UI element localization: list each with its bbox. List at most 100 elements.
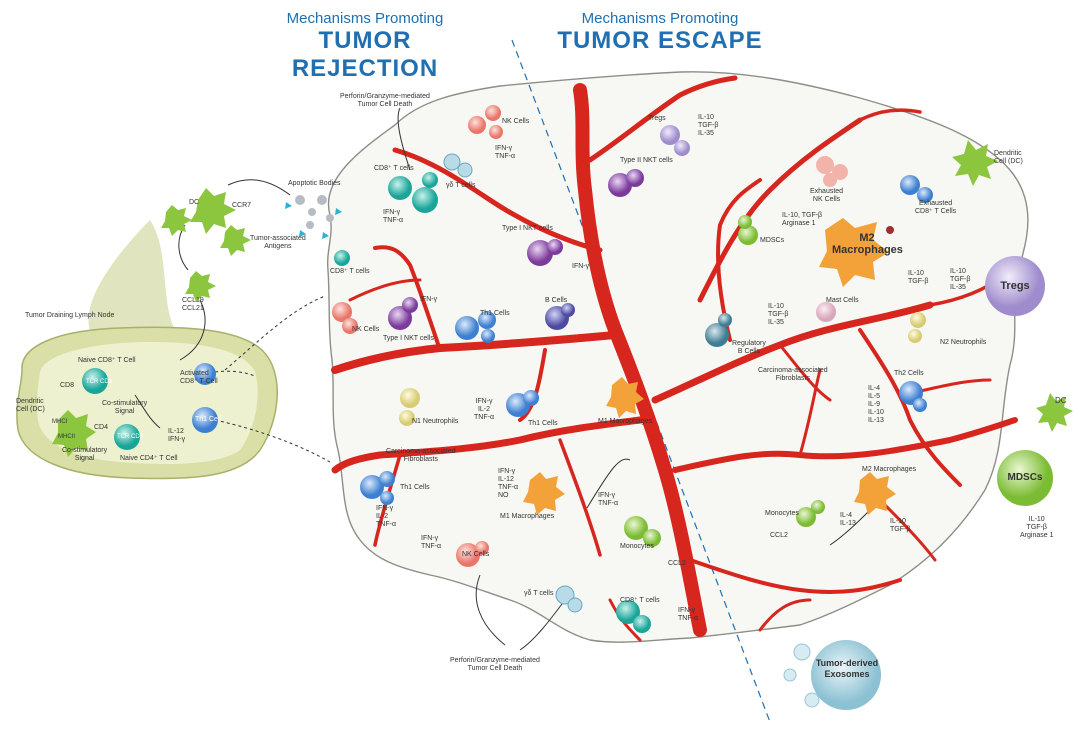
label-m2-big: M2 Macrophages [832,232,903,256]
label-il4-il13: IL-4 IL-13 [840,512,856,527]
label-ifn-il2-tnf-b: IFN-γ IL-2 TNF-α [376,505,396,528]
label-regulatory-b: Regulatory B Cells [732,340,766,355]
label-il10-tgf-il35: IL-10 TGF-β IL-35 [698,114,719,137]
m1-macrophages-a [606,377,644,418]
label-b-cells: B Cells [545,297,568,304]
label-cd8-t-cells-b: CD8⁺ T cells [330,268,370,275]
tumor-exosomes [783,640,881,710]
label-tcr-cd3-a: TCR CD3 [86,379,113,385]
label-ccl2: CCL2 [668,560,686,567]
label-ccl19: CCL19 CCL21 [182,297,204,312]
th1-cells-c [360,471,395,505]
mdscs-big [997,450,1053,506]
n2-neutrophils [908,312,926,343]
label-il10-tgf-il35-b: IL-10 TGF-β IL-35 [768,303,789,326]
label-tregs-small: Tregs [648,115,666,122]
label-nk-cells-c: NK Cells [462,551,490,558]
th1-cells-b [506,390,539,417]
label-ifn-il2-tnf-a: IFN-γ IL-2 TNF-α [474,398,494,421]
process-arrows [134,107,871,651]
tregs-small [660,125,690,156]
label-th1-cells-b: Th1 Cells [528,420,558,427]
label-il10-arg: IL-10, TGF-β Arginase 1 [782,212,823,227]
label-il10-tgf-a: IL-10 TGF-β [908,270,929,285]
label-monocytes: Monocytes [620,543,654,550]
label-gd-t-cells-b: γδ T cells [524,590,554,597]
header-rejection-sub: Mechanisms Promoting [286,10,444,27]
label-th1-cell: Th1 Cell [195,416,222,423]
header-escape: Mechanisms Promoting TUMOR ESCAPE [545,10,775,55]
m1-macrophages-b [523,472,565,515]
dendritic-cell-right [952,140,998,186]
label-th2-cells: Th2 Cells [894,370,924,377]
label-mhci: MHCI [52,419,68,425]
type2-nkt-cells [608,169,644,197]
label-mdscs-big: MDSCs [1007,472,1043,483]
label-caf-right: Carcinoma-associated Fibroblasts [758,367,828,382]
label-ifn-il12: IFN-γ IL-12 TNF-α NO [498,468,518,499]
label-dc: DC [189,199,200,206]
label-monocytes-b: Monocytes [765,510,799,517]
nk-cells-bottom [456,541,489,567]
label-ifn-g-b: IFN-γ [420,296,438,303]
label-dc-right: DC [1055,396,1067,405]
label-cd4: CD4 [94,424,109,431]
label-ifn-tnf-top: IFN-γ TNF-α [495,145,515,160]
label-th1-cells-a: Th1 Cells [480,310,510,317]
th1-cells-a [455,311,496,343]
label-exosomes: Tumor-derived Exosomes [815,658,879,679]
label-gd-t-cells: γδ T cells [446,182,476,189]
exhausted-nk [816,156,848,187]
label-naive-cd8: Naive CD8⁺ T Cell [78,357,136,364]
label-m1-macro-b: M1 Macrophages [500,513,555,520]
monocytes-right [796,500,825,527]
label-naive-cd4: Naive CD4⁺ T Cell [120,455,178,462]
label-ccr7: CCR7 [232,202,252,209]
label-th1-cells-c: Th1 Cells [400,484,430,491]
label-perforin-top: Perforin/Granzyme-mediated Tumor Cell De… [340,93,430,108]
label-type1-nkt-top: Type I NKT cells [502,225,553,232]
cd8-left [334,250,350,266]
mast-cells [816,302,836,322]
label-il12: IL-12 IFN-γ [168,428,186,443]
lymph-node-cells [52,363,218,457]
header-rejection-title: TUMOR REJECTION [291,27,439,82]
label-il10-tgf-arg: IL-10 TGF-β Arginase 1 [1020,516,1054,539]
label-tregs-big: Tregs [1000,280,1030,292]
label-ifn-tnf-c: IFN-γ TNF-α [678,607,698,622]
label-dendritic-dc: Dendritic Cell (DC) [994,150,1023,165]
label-type1-nkt-b: Type I NKT cells [383,335,434,342]
label-mdscs-small: MDSCs [760,237,785,244]
label-il10-tgf-il35-c: IL-10 TGF-β IL-35 [950,268,971,291]
label-caf-left: Carcinoma-associated Fibroblasts [386,448,456,463]
mdscs-small [738,215,758,245]
label-nk-cells-b: NK Cells [352,326,380,333]
gd-t-cells-bottom [555,585,583,613]
label-ifn-g-a: IFN-γ [572,263,590,270]
tregs-big [985,256,1045,316]
label-ifn-tnf-nk: IFN-γ TNF-α [421,535,441,550]
label-m2-macro-small: M2 Macrophages [862,466,917,473]
label-perforin-bottom: Perforin/Granzyme-mediated Tumor Cell De… [450,657,540,672]
gd-t-cells [443,153,473,178]
nk-cells-top [468,105,503,139]
label-il10-tgf-b: IL-10 TGF-β [890,518,911,533]
apoptotic-bodies [285,195,342,239]
label-exhausted-nk: Exhausted NK Cells [810,188,844,203]
label-cd8-t-cells: CD8⁺ T cells [374,165,414,172]
label-type2-nkt: Type II NKT cells [620,157,673,164]
header-escape-sub: Mechanisms Promoting [581,10,739,27]
header-rejection: Mechanisms Promoting TUMOR REJECTION [250,10,480,83]
label-tcr-cd3-b: TCR CD3 [117,434,144,440]
th2-cells [899,381,927,412]
label-antigens: Tumor-associated Antigens [250,235,306,250]
label-mhcii: MHCII [58,434,75,440]
m2-macrophages-big [819,218,894,287]
label-ifn-tnf-cd8: IFN-γ TNF-α [383,209,403,224]
header-escape-title: TUMOR ESCAPE [557,27,763,54]
label-cd8-t-cells-c: CD8⁺ T cells [620,597,660,604]
label-dendritic-lymph: Dendritic Cell (DC) [16,398,45,413]
label-costim-b: Co-stimulatory Signal [62,447,108,462]
